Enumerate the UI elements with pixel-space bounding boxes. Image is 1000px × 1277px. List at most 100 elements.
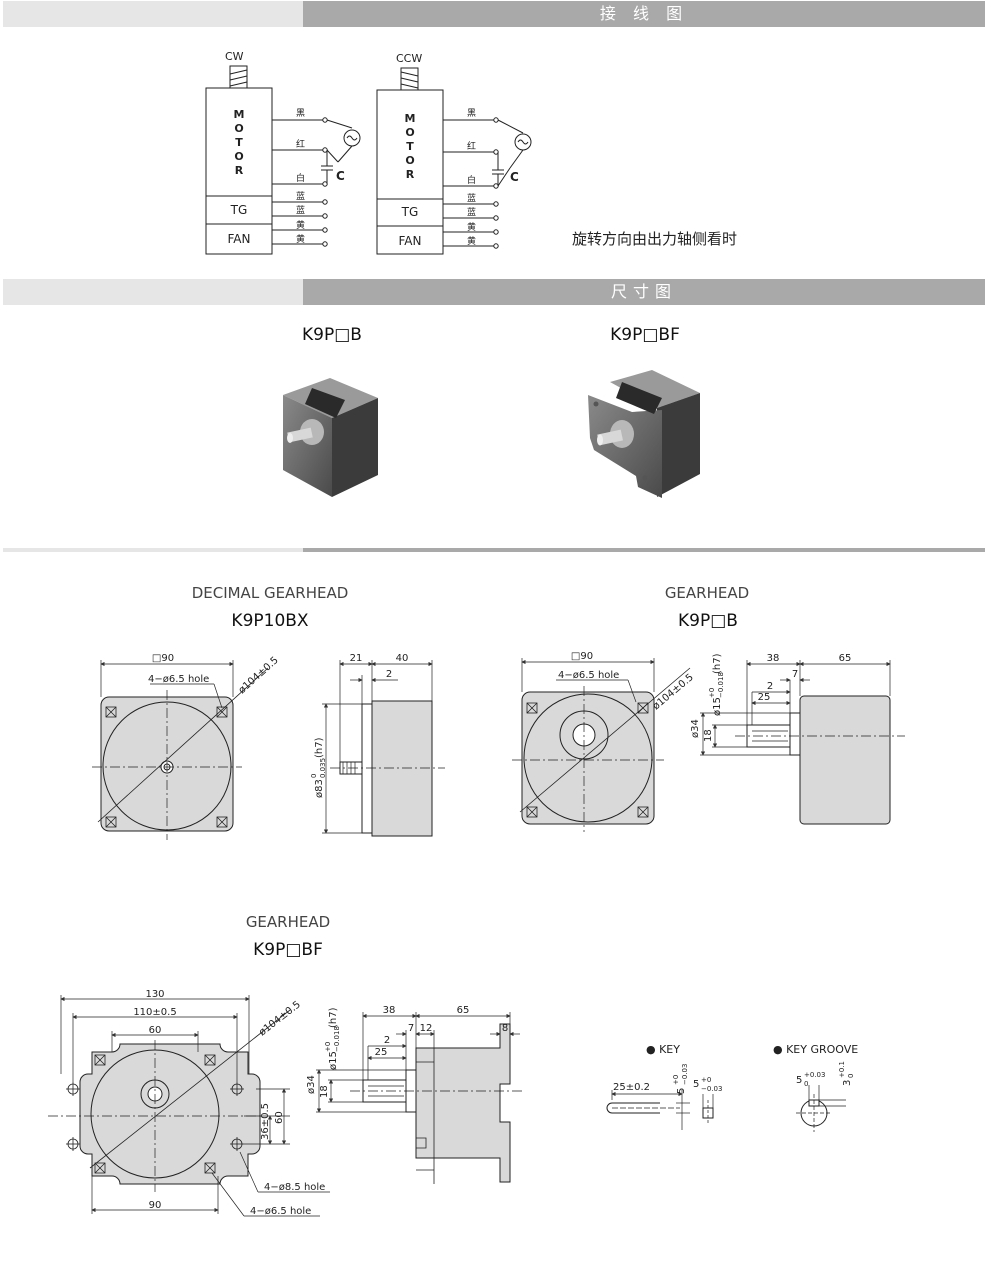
svg-text:红: 红 [296,138,305,150]
gearhead-b-l2: 2 [767,681,773,692]
decimal-len2: 40 [396,653,409,664]
gearhead-bf-h36: 36±0.5 [260,1103,271,1140]
key-groove-w: 5 [796,1075,802,1086]
gearhead-bf-d18: 18 [319,1085,330,1098]
svg-text:O: O [234,122,243,135]
gearhead-bf-shaft-tol-up: +0 [324,1042,332,1052]
gearhead-bf-side-view [316,1012,525,1184]
svg-text:O: O [234,150,243,163]
svg-text:M: M [234,108,245,121]
svg-text:O: O [405,154,414,167]
ccw-fan-label: FAN [399,234,422,248]
gearhead-bf-l2: 2 [384,1035,390,1046]
key-t-dn: −0.03 [701,1085,722,1093]
photo2-model: K9P□BF [610,325,680,345]
gearhead-bf-l65: 65 [457,1005,470,1016]
svg-text:蓝: 蓝 [296,190,305,202]
gearhead-bf-shaft: ø15 [328,1051,339,1070]
decimal-boss-fit: (h7) [314,737,325,758]
photo-k9pb [283,378,378,497]
key-label: ● KEY [646,1043,680,1056]
cw-label: CW [225,50,244,63]
svg-text:黄: 黄 [467,235,476,247]
ccw-wire-labels: 黑 红 白 蓝 蓝 黄 黄 [467,108,476,247]
gearhead-b-shaft-tol-dn: −0.018 [717,672,725,698]
wiring-ccw: CCW [376,52,532,255]
cw-tg-label: TG [230,203,248,217]
key-groove-w-dn: 0 [804,1080,808,1088]
decimal-len3: 2 [386,669,392,680]
decimal-boss-tol-up: 0 [310,774,318,778]
gearhead-b-side-view [700,660,905,825]
key-groove-d-dn: 0 [847,1074,855,1078]
svg-text:黄: 黄 [296,233,305,245]
key-drawing [606,1090,714,1130]
gearhead-bf-hole85: 4−ø8.5 hole [264,1182,325,1193]
svg-text:黄: 黄 [296,219,305,231]
gearhead-bf-w90: 90 [149,1200,162,1211]
decimal-boss-dim: ø83 [314,779,325,798]
svg-text:红: 红 [467,140,476,152]
key-length: 25±0.2 [613,1082,650,1093]
photo1-model: K9P□B [302,325,362,345]
svg-text:白: 白 [467,174,476,186]
gearhead-bf-w130: 130 [145,989,164,1000]
ccw-capacitor-label: C [510,170,519,184]
gearhead-bf-l7: 7 [408,1023,414,1034]
key-t-up: +0 [701,1076,711,1084]
svg-text:黄: 黄 [467,221,476,233]
gearhead-bf-l25: 25 [375,1047,388,1058]
gearhead-b-l7: 7 [792,669,798,680]
gearhead-b-shaft: ø15 [712,697,723,716]
gearhead-b-shaft-fit: (h7) [712,653,723,674]
gearhead-b-hole-dim: 4−ø6.5 hole [558,670,619,681]
wiring-cw: CW [205,50,361,255]
svg-text:M: M [405,112,416,125]
gearhead-b-square-dim: □90 [571,651,593,662]
svg-text:白: 白 [296,172,305,184]
rotation-direction-note: 旋转方向由出力轴侧看时 [572,230,738,248]
cw-fan-label: FAN [228,232,251,246]
key-w-up: +0 [672,1075,680,1085]
gearhead-b-model: K9P□B [678,611,738,631]
gearhead-b-shaft-tol-up: +0 [708,688,716,698]
gearhead-bf-w60: 60 [149,1025,162,1036]
decimal-front-view [92,660,269,840]
cw-wire-labels: 黑 红 白 蓝 蓝 黄 黄 [296,108,305,245]
svg-text:蓝: 蓝 [467,192,476,204]
decimal-model: K9P10BX [231,611,309,631]
gearhead-bf-hole65: 4−ø6.5 hole [250,1206,311,1217]
ccw-label: CCW [396,52,422,65]
gearhead-b-d34: ø34 [690,719,701,738]
key-groove-d: 3 [842,1080,853,1086]
photo-k9pbf [588,370,700,498]
decimal-len1: 21 [350,653,363,664]
gearhead-bf-title: GEARHEAD [246,913,330,931]
cw-motor-letters: M O T O R [234,108,245,177]
gearhead-b-l38: 38 [767,653,780,664]
svg-text:R: R [235,164,244,177]
gearhead-b-front-view [512,658,691,832]
svg-text:黑: 黑 [467,108,476,119]
gearhead-bf-pcd: ø104±0.5 [257,999,303,1038]
gearhead-bf-l38: 38 [383,1005,396,1016]
svg-text:O: O [405,126,414,139]
svg-text:T: T [235,136,243,149]
gearhead-bf-shaft-tol-dn: −0.018 [333,1026,341,1052]
wiring-section-bar: 接 线 图 [3,1,985,27]
gearhead-bf-d34: ø34 [306,1075,317,1094]
svg-text:蓝: 蓝 [467,206,476,218]
gearhead-b-l65: 65 [839,653,852,664]
dimension-section-title: 尺寸图 [610,282,677,301]
decimal-square-dim: □90 [152,653,174,664]
ccw-tg-label: TG [401,205,419,219]
gearhead-b-d18: 18 [703,729,714,742]
svg-text:黑: 黑 [296,108,305,119]
key-w-dn: −0.03 [681,1064,689,1085]
gearhead-bf-model: K9P□BF [253,940,323,960]
key-t: 5 [693,1079,699,1090]
gearhead-bf-front-view [48,995,330,1217]
gearhead-bf-w110: 110±0.5 [133,1007,176,1018]
gearhead-b-l25: 25 [758,692,771,703]
